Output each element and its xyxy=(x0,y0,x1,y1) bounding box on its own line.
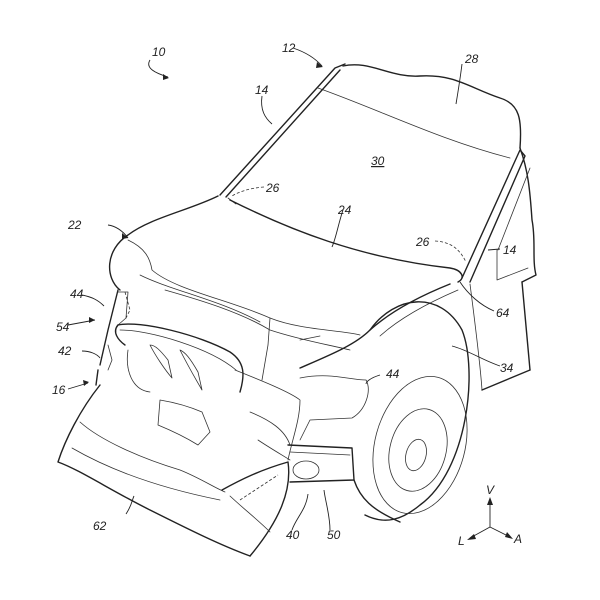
label-24: 24 xyxy=(337,203,352,217)
deflector-panel xyxy=(114,323,244,393)
hood-airbag xyxy=(108,195,361,381)
label-50: 50 xyxy=(327,528,341,542)
axis-v-arrow xyxy=(487,497,493,505)
axis-a-arrow xyxy=(505,532,513,539)
label-26-left: 26 xyxy=(265,181,280,195)
fender xyxy=(299,281,531,391)
label-14-right: 14 xyxy=(503,243,517,257)
axis-indicator xyxy=(467,497,513,540)
headlamp-left xyxy=(95,289,129,386)
label-10: 10 xyxy=(152,45,166,59)
label-64: 64 xyxy=(496,306,510,320)
label-44-right: 44 xyxy=(386,367,400,381)
label-30: 30 xyxy=(371,154,385,168)
label-12: 12 xyxy=(282,41,296,55)
bumper xyxy=(287,444,401,523)
axis-label-a: A xyxy=(513,532,522,546)
axis-label-l: L xyxy=(458,534,465,548)
front-airbag xyxy=(57,369,301,557)
label-54: 54 xyxy=(56,320,70,334)
label-28: 28 xyxy=(464,52,479,66)
roof-airbag xyxy=(317,64,537,283)
front-wheel xyxy=(364,301,470,521)
label-22: 22 xyxy=(67,218,82,232)
axis-label-v: V xyxy=(486,483,495,497)
label-40: 40 xyxy=(286,528,300,542)
label-arrows xyxy=(67,62,323,390)
label-34: 34 xyxy=(500,361,514,375)
label-62: 62 xyxy=(93,519,107,533)
label-14-left: 14 xyxy=(255,83,269,97)
fog-lamp xyxy=(292,460,320,480)
label-42: 42 xyxy=(58,344,72,358)
axis-l-arrow xyxy=(467,534,476,540)
label-26-right: 26 xyxy=(415,235,430,249)
a-pillar-left xyxy=(219,63,346,205)
windshield xyxy=(229,199,463,283)
a-pillar-right xyxy=(461,149,531,283)
reference-numerals: 10 12 14 26 28 30 22 24 26 14 64 34 44 5… xyxy=(52,41,522,548)
label-16: 16 xyxy=(52,383,66,397)
headlamp-right xyxy=(299,375,369,441)
leader-lines xyxy=(81,47,501,531)
label-44-left: 44 xyxy=(70,287,84,301)
